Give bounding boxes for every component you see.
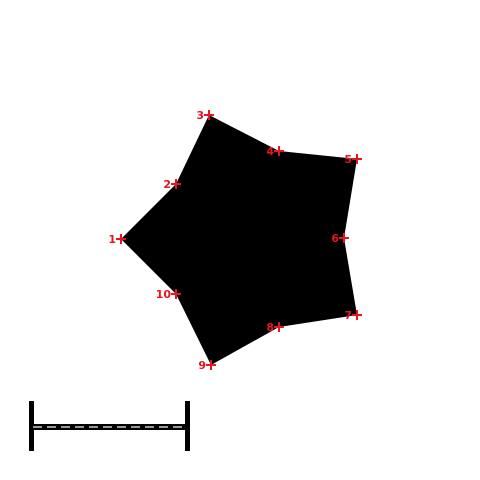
point-markers: 1 2 3 4 5 6 7 [108, 109, 362, 372]
point-1-label: 1 [108, 233, 116, 246]
point-9-marker: 9 [198, 359, 216, 372]
point-7-marker: 7 [344, 309, 362, 322]
point-6-label: 6 [331, 232, 339, 245]
star-polygon [121, 115, 357, 365]
point-9-label: 9 [198, 359, 206, 372]
point-5-marker: 5 [344, 153, 362, 166]
point-4-marker: 4 [266, 145, 284, 158]
scale-bar [29, 401, 190, 451]
point-6-marker: 6 [331, 232, 349, 245]
point-5-label: 5 [344, 153, 352, 166]
point-8-marker: 8 [266, 321, 284, 334]
point-3-label: 3 [196, 109, 204, 122]
point-4-label: 4 [266, 145, 274, 158]
point-10-label: 10 [156, 288, 172, 301]
point-2-marker: 2 [163, 178, 181, 191]
point-2-label: 2 [163, 178, 171, 191]
point-3-marker: 3 [196, 109, 214, 122]
point-1-marker: 1 [108, 233, 126, 246]
point-8-label: 8 [266, 321, 274, 334]
point-10-marker: 10 [156, 288, 181, 301]
point-7-label: 7 [344, 309, 352, 322]
